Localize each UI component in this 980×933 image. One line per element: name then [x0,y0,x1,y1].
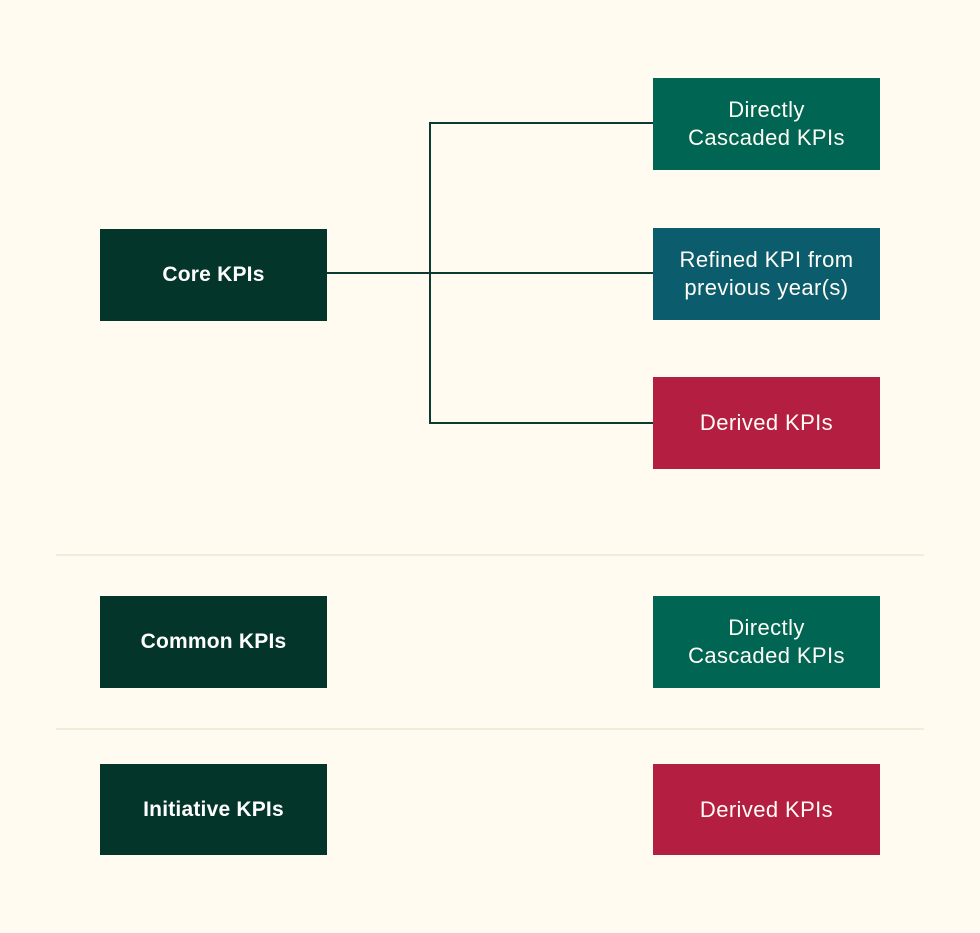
directly-cascaded-kpis-node-core: Directly Cascaded KPIs [653,78,880,170]
directly-cascaded-kpis-label: Directly Cascaded KPIs [688,615,845,668]
connector-line-horizontal-mid [327,272,653,274]
initiative-kpis-node: Initiative KPIs [100,764,327,855]
core-kpis-label: Core KPIs [162,263,265,286]
initiative-kpis-label: Initiative KPIs [143,797,284,821]
derived-kpis-label: Derived KPIs [699,796,834,822]
derived-kpis-node-core: Derived KPIs [653,377,880,469]
common-kpis-label: Common KPIs [140,630,287,653]
section-divider-2 [56,728,924,730]
directly-cascaded-kpis-node-common: Directly Cascaded KPIs [653,596,880,688]
core-kpis-node: Core KPIs [100,229,327,321]
section-divider-1 [56,554,924,556]
derived-kpis-label: Derived KPIs [699,410,834,435]
refined-kpi-node: Refined KPI from previous year(s) [653,228,880,320]
refined-kpi-label: Refined KPI from previous year(s) [679,247,854,300]
common-kpis-node: Common KPIs [100,596,327,688]
derived-kpis-node-initiative: Derived KPIs [653,764,880,855]
connector-line-horizontal-top [431,122,653,124]
connector-line-horizontal-bottom [431,422,653,424]
connector-line-vertical [429,122,431,424]
directly-cascaded-kpis-label: Directly Cascaded KPIs [688,97,845,150]
